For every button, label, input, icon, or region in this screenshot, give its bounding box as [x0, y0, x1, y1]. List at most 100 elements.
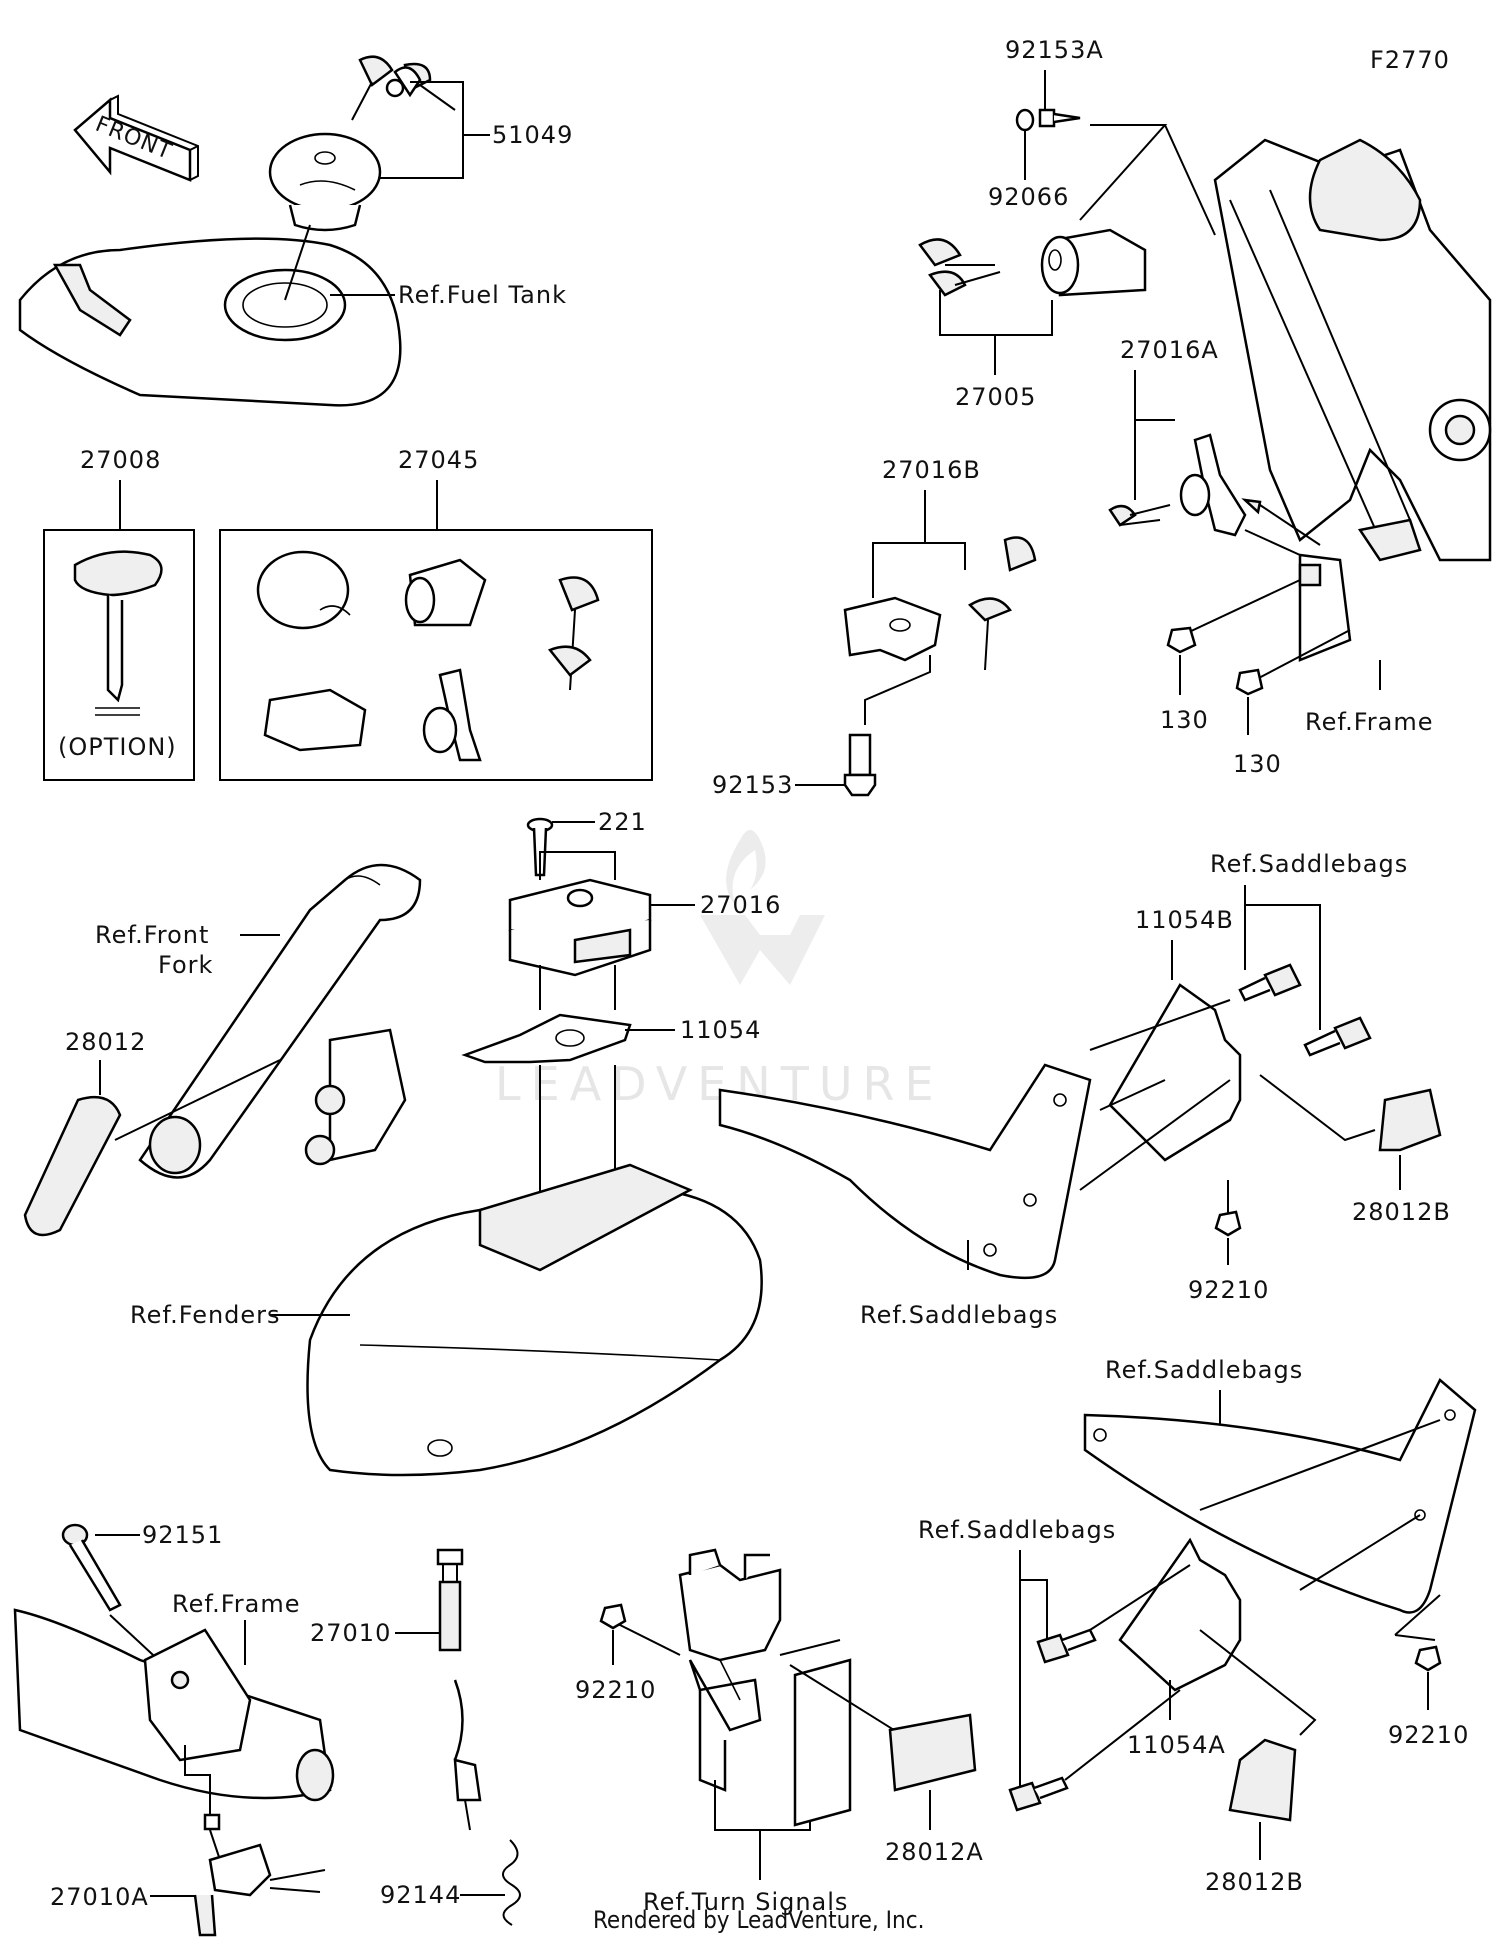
label-11054A: 11054A: [1127, 1731, 1226, 1759]
leader-28012B-b-mount: [1199, 1629, 1317, 1736]
reflector-28012A-icon: [888, 1713, 977, 1792]
leader-221-fork: [539, 851, 616, 880]
bracket-11054-icon: [461, 1013, 632, 1064]
leader-92210-b-to-bracket: [609, 1619, 681, 1656]
label-130-a: 130: [1160, 706, 1209, 734]
nut-130-a-icon: [1166, 626, 1197, 654]
label-28012: 28012: [65, 1028, 146, 1056]
label-92066: 92066: [988, 183, 1069, 211]
bolts-saddlebags-1-icon: [1238, 963, 1372, 1057]
leader-130-b-to-frame: [1254, 629, 1351, 681]
leader-27016B: [872, 490, 966, 598]
label-92153: 92153: [712, 771, 793, 799]
label-ref-saddlebags-4: Ref.Saddlebags: [918, 1516, 1116, 1544]
front-fork-ref-icon: [138, 863, 422, 1179]
spring-92144-icon: [502, 1839, 521, 1926]
switch-27010-icon: [436, 1548, 482, 1831]
frame-ref-top-icon: [1213, 138, 1492, 662]
label-ref-frame-bottom: Ref.Frame: [172, 1590, 300, 1618]
leader-130-a-to-frame: [1171, 579, 1301, 641]
label-130-b: 130: [1233, 750, 1282, 778]
label-ref-frame-top: Ref.Frame: [1305, 708, 1433, 736]
keys-27005-icon: [918, 238, 1001, 297]
turn-signal-plate-icon: [793, 1658, 852, 1827]
lock-block-27016-icon: [508, 878, 652, 977]
label-27005: 27005: [955, 383, 1036, 411]
leader-ref-saddlebags-4: [1019, 1550, 1048, 1790]
leader-27010A-up: [184, 1745, 211, 1815]
label-92210-b: 92210: [575, 1676, 656, 1704]
label-ref-saddlebags-1: Ref.Saddlebags: [1210, 850, 1408, 878]
plate-11054B-icon: [1108, 983, 1242, 1162]
screw-92153A-icon: [1038, 108, 1081, 128]
label-ref-saddlebags-2: Ref.Saddlebags: [860, 1301, 1058, 1329]
leader-bolts-4-mount: [1064, 1564, 1191, 1781]
keys-27016B-icon: [967, 536, 1037, 671]
leader-lower-stay-mount: [1199, 1419, 1441, 1591]
lock-set-box: [219, 529, 653, 781]
leader-screw-to-lock: [1079, 124, 1216, 236]
label-27010: 27010: [310, 1619, 391, 1647]
label-ref-front-fork: Ref.Front: [95, 921, 209, 949]
leader-27016A: [1134, 370, 1175, 500]
washer-92066-icon: [1015, 108, 1035, 132]
lock-block-27016B-icon: [843, 596, 942, 662]
leader-92210-c-up: [1394, 1594, 1441, 1641]
fuel-cap-icon: [268, 132, 382, 232]
label-ref-front-fork-2: Fork: [158, 951, 213, 979]
label-11054: 11054: [680, 1016, 761, 1044]
leader-28012B-a-mount: [1259, 1074, 1376, 1142]
label-27008: 27008: [80, 446, 161, 474]
bolts-saddlebags-4-icon: [1008, 1628, 1097, 1812]
leader-11054B-mount: [1079, 999, 1231, 1191]
leader-28012-to-fork: [114, 1059, 281, 1141]
label-ref-saddlebags-3: Ref.Saddlebags: [1105, 1356, 1303, 1384]
leader-plate-mount: [779, 1639, 911, 1741]
fuel-tank-ref-icon: [18, 224, 402, 407]
option-key-logo-icon: [95, 707, 140, 716]
reflector-28012B-b-icon: [1228, 1738, 1297, 1822]
watermark: LEADVENTURE: [495, 830, 944, 1111]
lock-set-contents-icon: [256, 550, 600, 762]
label-27010A: 27010A: [50, 1883, 149, 1911]
label-ref-fuel-tank: Ref.Fuel Tank: [398, 281, 567, 309]
label-221: 221: [598, 808, 647, 836]
saddlebag-stay-ref-icon: [718, 1063, 1092, 1280]
nut-92210-a-icon: [1214, 1210, 1242, 1237]
label-51049: 51049: [492, 121, 573, 149]
fender-ref-icon: [306, 1163, 763, 1477]
leader-27016-down: [539, 965, 616, 1010]
label-92210-a: 92210: [1188, 1276, 1269, 1304]
plate-11054A-icon: [1118, 1537, 1242, 1692]
bolt-92153-icon: [843, 733, 877, 797]
label-28012A: 28012A: [885, 1838, 984, 1866]
diagram-id: F2770: [1370, 46, 1450, 74]
reflector-28012B-a-icon: [1378, 1088, 1442, 1152]
watermark-text: LEADVENTURE: [495, 1057, 944, 1111]
label-92153A: 92153A: [1005, 36, 1104, 64]
option-key-icon: [73, 550, 163, 703]
reflector-28012-icon: [23, 1095, 122, 1237]
label-27016B: 27016B: [882, 456, 981, 484]
leader-ref-saddlebags-1: [1244, 885, 1321, 1030]
leader-27005: [939, 290, 1053, 375]
bolt-92151-icon: [61, 1523, 122, 1612]
label-92151: 92151: [142, 1521, 223, 1549]
saddlebag-stay-lower-icon: [1083, 1378, 1477, 1614]
label-27016: 27016: [700, 891, 781, 919]
label-27045: 27045: [398, 446, 479, 474]
label-ref-fenders: Ref.Fenders: [130, 1301, 281, 1329]
label-28012B-a: 28012B: [1352, 1198, 1451, 1226]
nut-92210-c-icon: [1414, 1645, 1442, 1672]
leader-92153-up: [864, 655, 931, 725]
label-92144: 92144: [380, 1881, 461, 1909]
bracket-lock-27016A-icon: [1179, 433, 1262, 537]
key-set-51049-icon: [351, 55, 456, 121]
option-key-box: [43, 529, 195, 781]
frame-ref-bottom-icon: [13, 1608, 335, 1802]
label-28012B-b: 28012B: [1205, 1868, 1304, 1896]
label-27016A: 27016A: [1120, 336, 1219, 364]
switch-27010A-icon: [193, 1813, 326, 1937]
ignition-lock-27005-icon: [1040, 228, 1147, 297]
